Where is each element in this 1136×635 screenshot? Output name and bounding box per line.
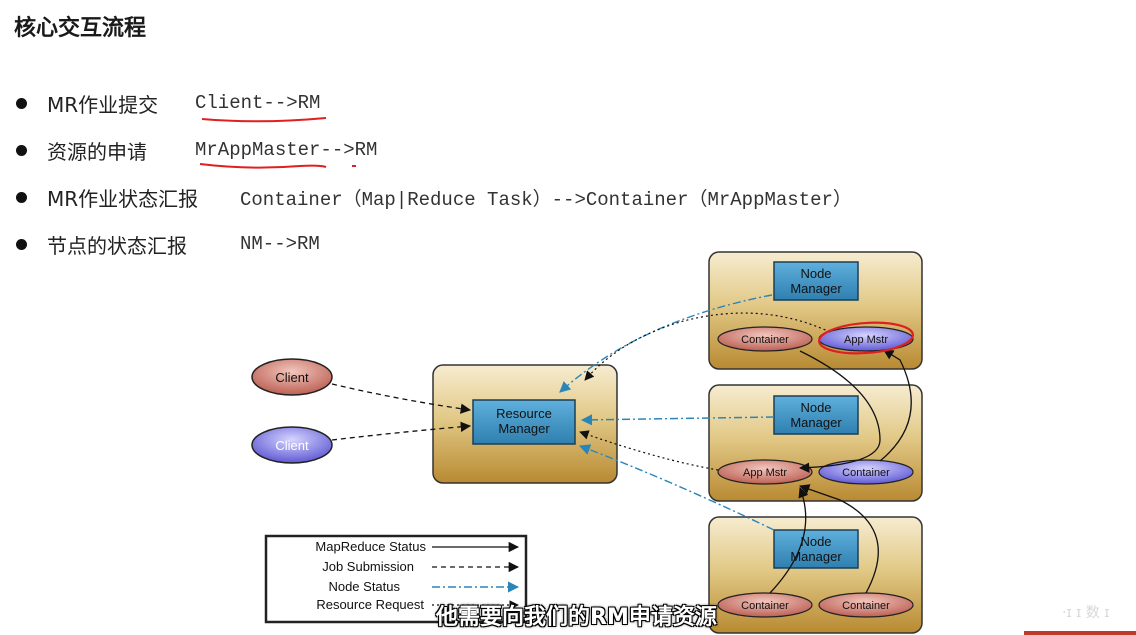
app-master-pill-label: App Mstr xyxy=(743,467,787,479)
node-status-arrow xyxy=(559,294,773,393)
bullet-item: 节点的状态汇报 NM-->RM xyxy=(14,229,320,259)
node-manager-line2: Manager xyxy=(790,415,842,430)
node-status-arrow xyxy=(580,414,775,426)
client-label: Client xyxy=(275,438,309,453)
container-pill-label: Container xyxy=(741,334,789,346)
bullet-detail: MrAppMaster-->RM xyxy=(195,139,378,161)
bullet-label: MR作业提交 xyxy=(47,92,159,117)
container-pill-label: Container xyxy=(741,600,789,612)
mapreduce-status-arrow xyxy=(769,487,809,594)
bullet-detail: Container（Map|Reduce Task）-->Container（M… xyxy=(240,188,852,211)
bullet-detail: Client-->RM xyxy=(195,92,321,114)
node-manager-line2: Manager xyxy=(790,281,842,296)
client-label: Client xyxy=(275,370,309,385)
node-manager-line1: Node xyxy=(800,266,831,281)
client-node: Client xyxy=(251,358,333,396)
node-manager-box: Node Manager Container App Mstr xyxy=(708,251,923,370)
watermark: ·ɪ ɪ 数 ɪ xyxy=(1062,605,1110,621)
bullet-detail: NM-->RM xyxy=(240,233,320,255)
bullet-item: MR作业状态汇报 Container（Map|Reduce Task）-->Co… xyxy=(14,182,852,212)
bullet-dot-icon xyxy=(16,144,27,156)
legend-label: Job Submission xyxy=(322,559,414,574)
mapreduce-status-arrow xyxy=(879,349,912,462)
resource-manager-box: Resource Manager xyxy=(432,364,618,484)
client-node: Client xyxy=(251,426,333,464)
resource-request-arrow xyxy=(579,430,719,471)
bullet-item: 资源的申请 MrAppMaster-->RM xyxy=(14,135,377,165)
container-pill-label: Container xyxy=(842,600,890,612)
app-master-pill-label: App Mstr xyxy=(844,334,888,346)
video-subtitle: 他需要向我们的RM申请资源 xyxy=(436,605,717,630)
bullet-dot-icon xyxy=(16,191,27,203)
resource-manager-line2: Manager xyxy=(498,421,550,436)
bullet-label: 节点的状态汇报 xyxy=(47,233,187,258)
resource-manager-line1: Resource xyxy=(496,406,552,421)
legend-label: Resource Request xyxy=(316,597,424,612)
resource-request-arrow xyxy=(584,312,831,381)
node-manager-line1: Node xyxy=(800,400,831,415)
node-manager-box: Node Manager Container Container xyxy=(708,516,923,634)
page-title: 核心交互流程 xyxy=(14,16,147,41)
node-status-arrow xyxy=(578,444,775,531)
red-underline-annotation xyxy=(201,117,327,123)
mapreduce-status-arrow xyxy=(798,350,881,473)
bullet-dot-icon xyxy=(16,238,27,250)
legend: MapReduce Status Job Submission Node Sta… xyxy=(264,534,528,624)
legend-label: Node Status xyxy=(328,579,400,594)
red-underline-annotation xyxy=(199,163,327,169)
node-manager-box: Node Manager App Mstr Container xyxy=(708,384,923,502)
bullet-item: MR作业提交 Client-->RM xyxy=(14,88,320,118)
bullet-label: MR作业状态汇报 xyxy=(47,186,199,211)
red-circle-annotation xyxy=(818,321,914,355)
legend-label: MapReduce Status xyxy=(315,539,426,554)
corner-accent-bar xyxy=(1024,631,1136,635)
mapreduce-status-arrow xyxy=(799,484,879,594)
node-manager-line2: Manager xyxy=(790,549,842,564)
bullet-label: 资源的申请 xyxy=(47,139,147,164)
bullet-dot-icon xyxy=(16,97,27,109)
node-manager-line1: Node xyxy=(800,534,831,549)
container-pill-label: Container xyxy=(842,467,890,479)
